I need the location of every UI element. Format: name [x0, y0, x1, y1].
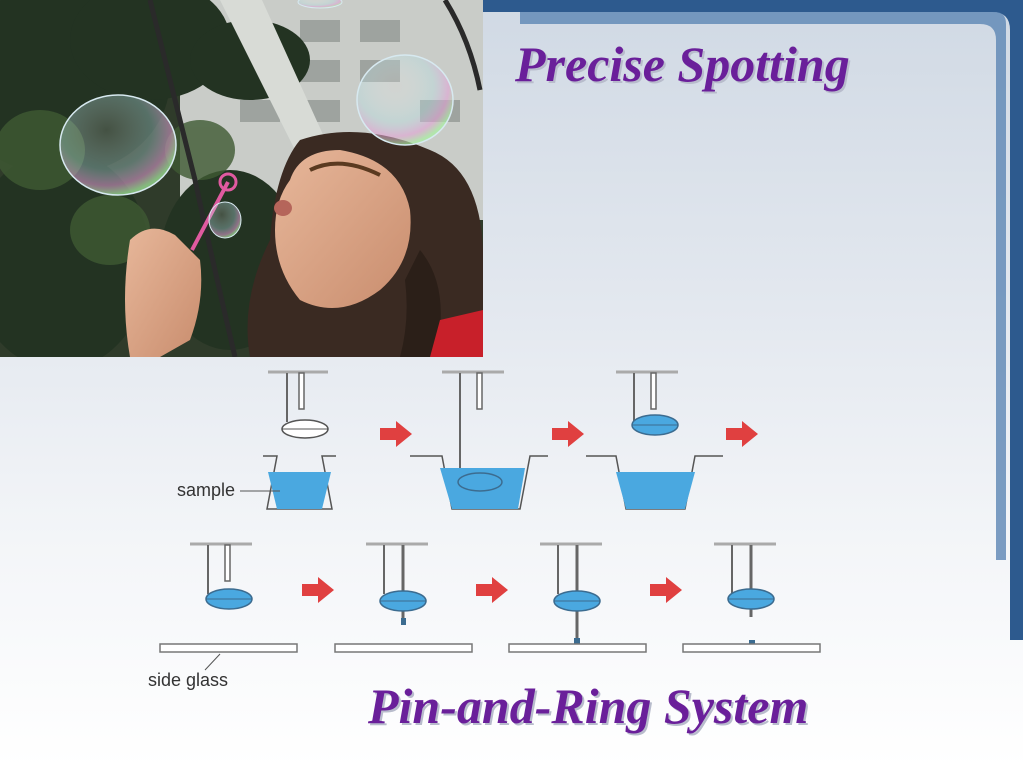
pin-and-ring-diagram: sample: [148, 370, 821, 690]
step-2-ring-dipped: [410, 370, 548, 510]
step-3-ring-loaded: [586, 370, 723, 510]
sample-label: sample: [177, 480, 235, 500]
arrow-right-icon: [726, 421, 758, 447]
arrow-right-icon: [380, 421, 412, 447]
bubble-blower-photo: [0, 0, 483, 357]
step-1-ring-above-well: [263, 370, 336, 510]
step-5-pin-through-ring: [334, 542, 473, 653]
slide-label: side glass: [148, 670, 228, 690]
step-4-pin-above-ring: [159, 542, 298, 653]
step-7-spot-deposited: [682, 542, 821, 653]
step-6-pin-touches-slide: [508, 542, 647, 653]
arrow-right-icon: [552, 421, 584, 447]
slide-title: Precise Spotting: [515, 36, 850, 92]
arrow-right-icon: [650, 577, 682, 603]
arrow-right-icon: [476, 577, 508, 603]
arrow-right-icon: [302, 577, 334, 603]
slide-subtitle: Pin-and-Ring System: [368, 678, 809, 734]
